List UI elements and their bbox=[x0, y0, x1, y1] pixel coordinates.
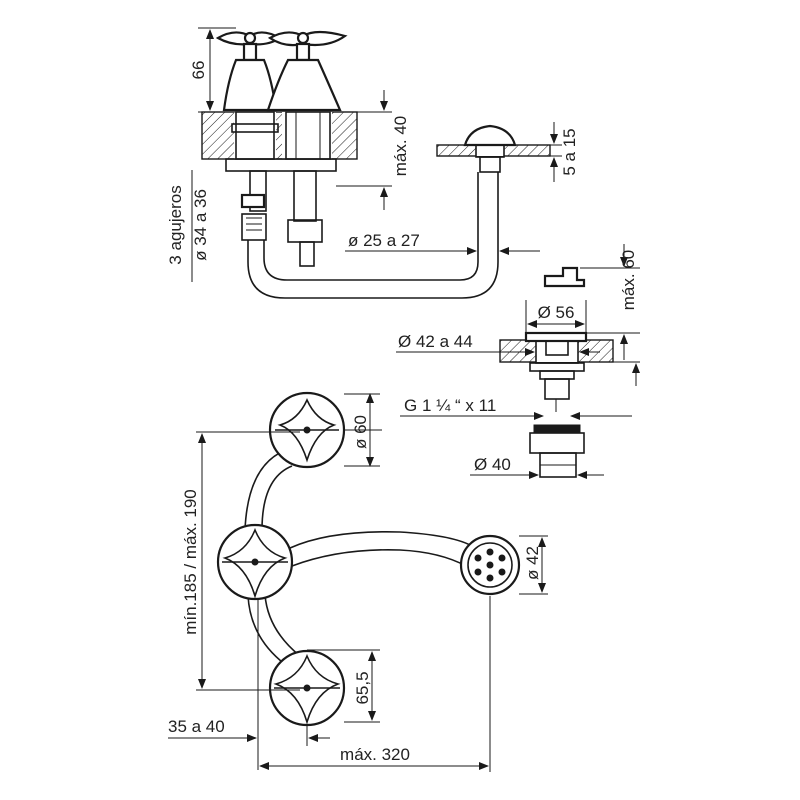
dim-66: 66 bbox=[189, 61, 208, 80]
dim-min-185-max-190: mín.185 / máx. 190 bbox=[181, 489, 200, 635]
cross-handle-icon bbox=[266, 30, 348, 112]
dim-42-a-44: Ø 42 a 44 bbox=[398, 332, 473, 351]
cross-handle-icon bbox=[268, 391, 346, 469]
dim-35-a-40: 35 a 40 bbox=[168, 717, 225, 736]
cross-handle-icon bbox=[216, 523, 294, 601]
dim-max-320: máx. 320 bbox=[340, 745, 410, 764]
cross-handle-icon bbox=[215, 31, 283, 112]
dim-42: ø 42 bbox=[523, 546, 542, 580]
dim-56: Ø 56 bbox=[538, 303, 575, 322]
pipe-icon bbox=[247, 172, 499, 299]
dim-g-1-1-4: G 1 ¼ “ x 11 bbox=[404, 396, 496, 415]
dim-max-60: máx. 60 bbox=[619, 250, 638, 310]
cross-handle-icon bbox=[268, 649, 346, 727]
dim-max-40: máx. 40 bbox=[391, 116, 410, 176]
dim-5-a-15: 5 a 15 bbox=[560, 128, 579, 175]
plan-view: ø 60 ø 42 mín.185 / máx. 190 65,5 35 a 4… bbox=[168, 391, 548, 772]
dim-60: ø 60 bbox=[351, 415, 370, 449]
counter-slab-left bbox=[201, 111, 358, 160]
dim-34-a-36: ø 34 a 36 bbox=[191, 189, 210, 261]
dim-3-agujeros: 3 agujeros bbox=[166, 185, 185, 264]
dim-40: Ø 40 bbox=[474, 455, 511, 474]
drain-detail: máx. 60 Ø 56 Ø 42 a 44 G 1 ¼ “ x 11 Ø 40 bbox=[396, 244, 640, 479]
shower-head-icon bbox=[459, 534, 521, 596]
dim-25-a-27: ø 25 a 27 bbox=[348, 231, 420, 250]
dim-65-5: 65,5 bbox=[353, 671, 372, 704]
side-view: 66 máx. 40 5 a 15 3 agujeros ø 34 a 36 ø… bbox=[166, 27, 579, 299]
